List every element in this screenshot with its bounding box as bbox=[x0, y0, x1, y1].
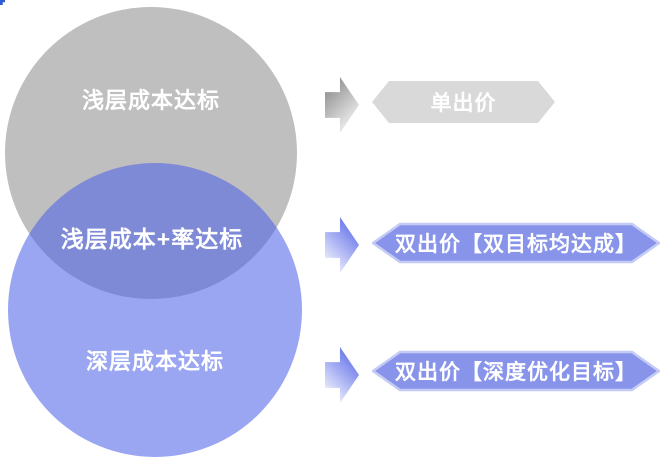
chevron-double-bid-deep-goal: 双出价【深度优化目标】 bbox=[372, 350, 660, 392]
right-arrow-icon bbox=[325, 347, 359, 403]
chevron-double-bid-deep-goal-label: 双出价【深度优化目标】 bbox=[395, 361, 637, 384]
chevron-single-bid-label: 单出价 bbox=[430, 92, 497, 115]
overlap-label: 浅层成本+率达标 bbox=[60, 226, 244, 252]
right-arrow-icon bbox=[325, 77, 359, 133]
chevron-double-bid-both-targets-label: 双出价【双目标均达成】 bbox=[395, 233, 637, 256]
circle-shallow-cost-label: 浅层成本达标 bbox=[81, 88, 220, 113]
right-arrow-icon bbox=[325, 217, 359, 273]
chevron-double-bid-both-targets: 双出价【双目标均达成】 bbox=[372, 222, 660, 264]
circle-deep-cost-label: 深层成本达标 bbox=[85, 349, 224, 374]
corner-artifact bbox=[0, 0, 5, 5]
chevron-single-bid: 单出价 bbox=[372, 80, 555, 124]
hexagon-shape-icon bbox=[372, 222, 660, 264]
hexagon-shape-icon bbox=[372, 81, 555, 123]
hexagon-shape-icon bbox=[372, 350, 660, 392]
circle-deep-cost bbox=[8, 163, 302, 457]
